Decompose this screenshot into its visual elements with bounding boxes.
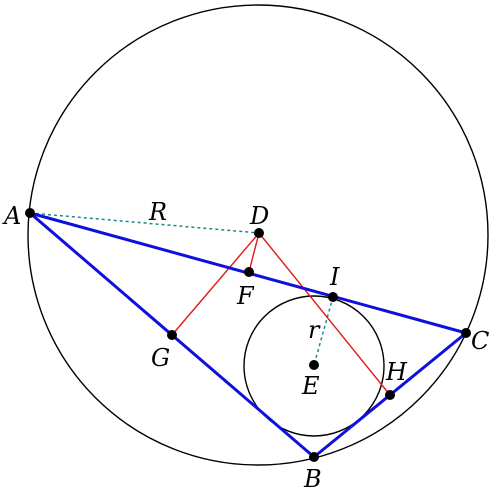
label-H: H <box>385 358 408 386</box>
segment-DG <box>171 232 260 336</box>
label-F: F <box>236 282 255 310</box>
point-F <box>244 267 254 277</box>
circumradius-line <box>29 212 260 234</box>
label-A: A <box>2 202 21 230</box>
point-A <box>25 208 35 218</box>
label-G: G <box>151 344 170 372</box>
circumcircle <box>27 4 489 466</box>
point-I <box>328 292 338 302</box>
triangle-ABC <box>28 211 468 459</box>
label-C: C <box>471 327 489 355</box>
point-C <box>461 328 471 338</box>
label-R: R <box>148 198 167 226</box>
point-B <box>309 452 319 462</box>
incircle <box>243 295 385 437</box>
segment-DF <box>248 232 260 273</box>
point-D <box>254 228 264 238</box>
label-r: r <box>308 316 321 344</box>
point-E <box>309 360 319 370</box>
label-I: I <box>329 263 340 291</box>
label-B: B <box>303 465 322 492</box>
point-G <box>167 330 177 340</box>
label-E: E <box>301 372 320 400</box>
segment-DH <box>258 232 391 396</box>
label-D: D <box>249 202 269 230</box>
point-H <box>385 390 395 400</box>
